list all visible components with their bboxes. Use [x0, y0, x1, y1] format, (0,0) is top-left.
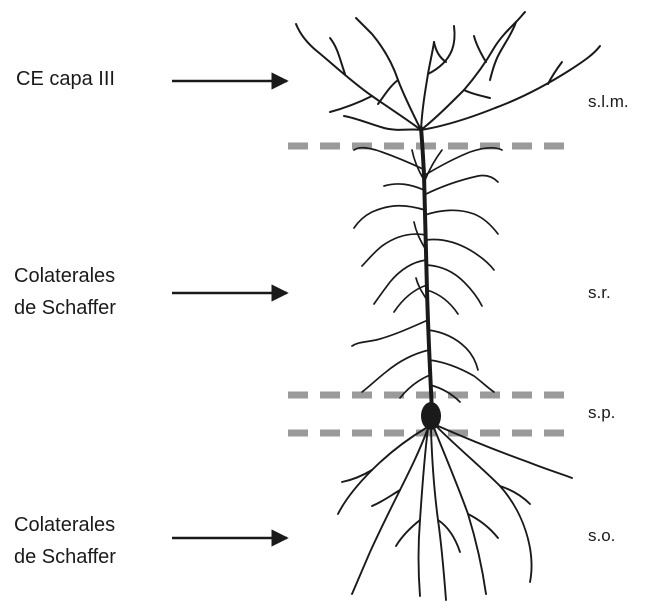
- pyramidal-neuron: [296, 12, 600, 600]
- apical-trunk: [421, 128, 432, 412]
- apical-tuft: [296, 12, 600, 130]
- basal-dendrites: [338, 426, 572, 600]
